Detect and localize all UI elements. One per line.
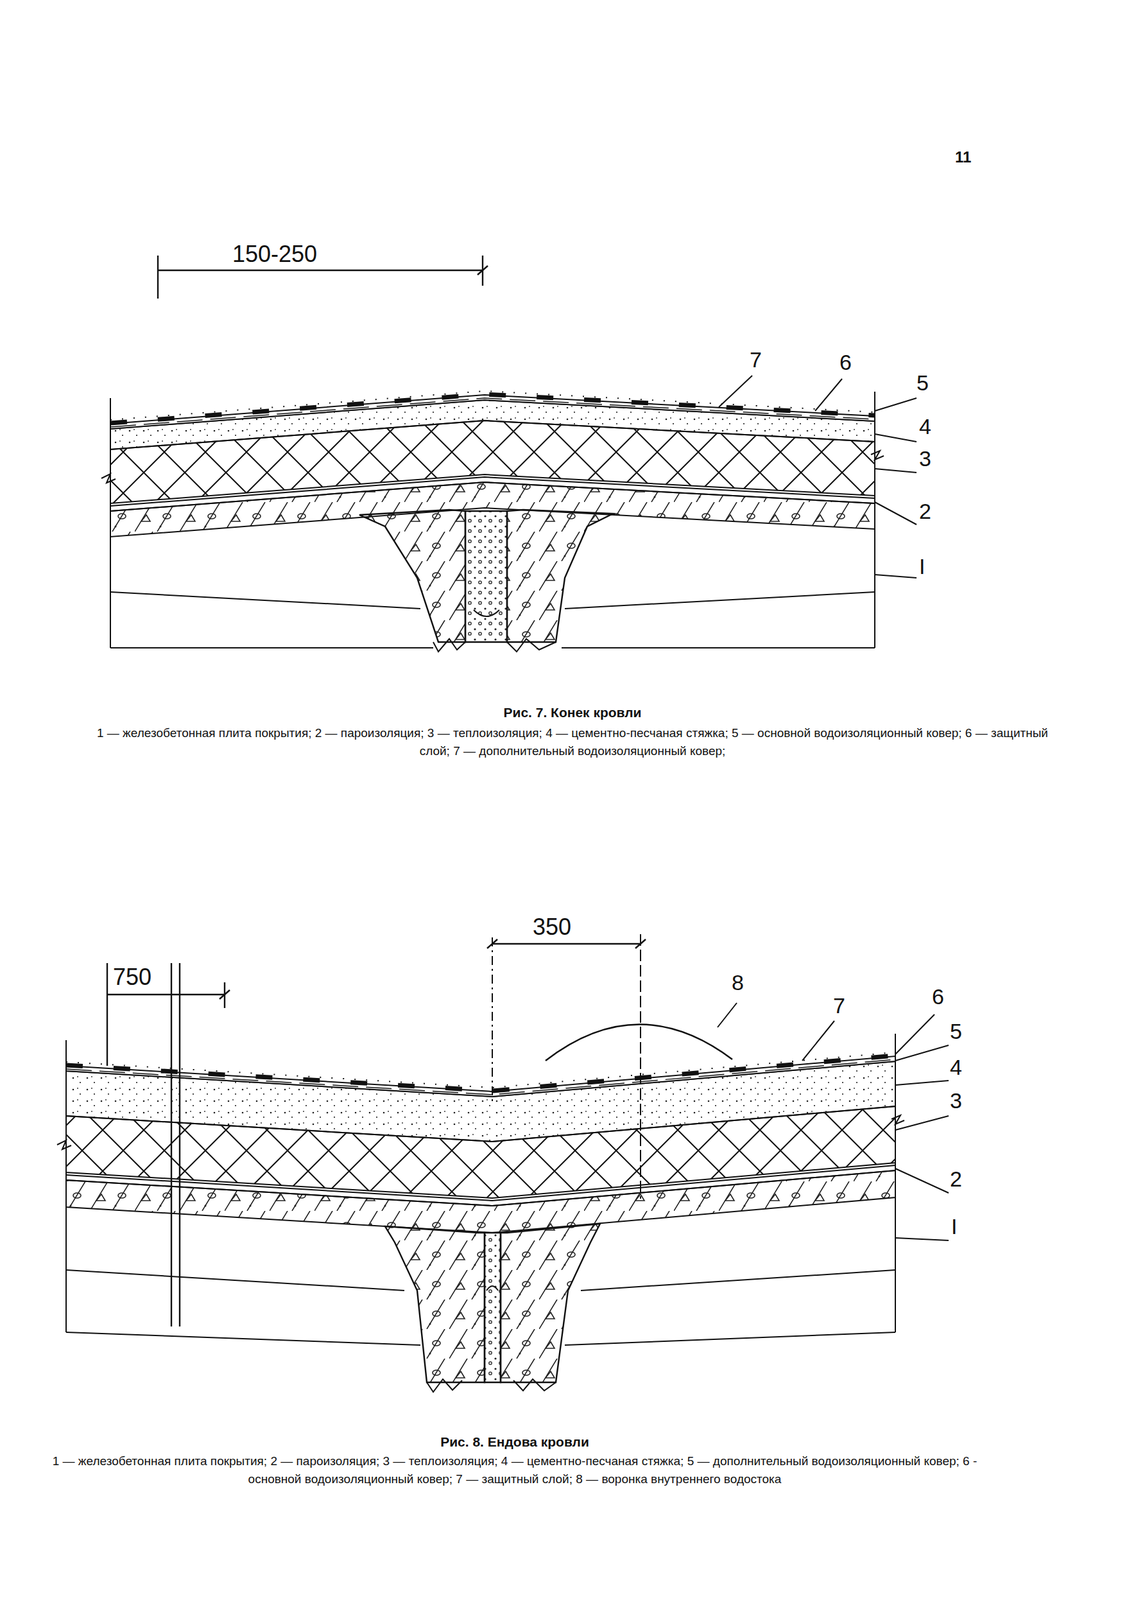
axis-line — [639, 933, 642, 1199]
leader-line — [874, 433, 917, 442]
leader-line — [895, 1044, 949, 1061]
break-mark — [57, 1139, 72, 1149]
leader-line — [895, 1115, 949, 1130]
callout-number: I — [919, 554, 925, 579]
dimension-tick — [106, 962, 108, 1066]
callout-number: 4 — [949, 1055, 963, 1079]
slab-face-line — [110, 591, 421, 609]
leader-line — [874, 468, 917, 473]
dimension-line — [107, 993, 225, 995]
dimension-tick — [219, 989, 230, 999]
slab-rib — [385, 1225, 485, 1382]
callout-number: 5 — [949, 1019, 963, 1043]
edge-line — [894, 1033, 896, 1332]
leader-line — [718, 375, 753, 407]
break-mark — [101, 473, 116, 483]
figure-caption: Рис. 8. Ендова кровли — [46, 1433, 984, 1449]
break-mark — [513, 1378, 556, 1391]
slab-face-line — [580, 1269, 896, 1291]
break-mark — [891, 1114, 905, 1124]
leader-line — [895, 1168, 949, 1193]
callout-number: 4 — [919, 414, 932, 439]
leader-line — [895, 1080, 949, 1085]
vapour-barrier-line — [66, 1164, 896, 1201]
slab-face-line — [66, 1269, 405, 1291]
vapour-barrier-line — [110, 482, 875, 511]
joint-detail — [473, 609, 500, 617]
dimension-text: 150-250 — [232, 241, 318, 267]
leader-line — [874, 574, 917, 578]
callout-number: 6 — [931, 984, 945, 1009]
figure-legend: 1 — железобетонная плита покрытия; 2 — п… — [91, 723, 1054, 760]
vapour-barrier-line — [66, 1170, 896, 1206]
edge-line — [109, 397, 112, 648]
break-mark — [507, 638, 556, 652]
break-mark — [433, 638, 466, 652]
slab-bottom-line — [564, 1331, 896, 1345]
slab-bottom-line — [66, 1331, 421, 1345]
slab-bottom-line — [110, 646, 434, 649]
membrane-layer — [66, 1055, 896, 1097]
callout-number: 2 — [919, 499, 932, 524]
pipe-line — [170, 962, 173, 1326]
dimension-tick — [477, 265, 488, 275]
slab-bottom-line — [561, 646, 875, 649]
break-mark — [426, 1378, 463, 1392]
protective-grit — [110, 390, 875, 420]
leader-line — [717, 1002, 737, 1027]
edge-line — [65, 1039, 67, 1332]
figure-caption: Рис. 7. Конек кровли — [91, 704, 1054, 720]
slab-rib — [500, 1223, 601, 1382]
figure-legend: 1 — железобетонная плита покрытия; 2 — п… — [46, 1451, 984, 1488]
callout-number: 8 — [731, 970, 744, 995]
axis-line — [491, 937, 493, 1104]
funnel-dome — [545, 1023, 733, 1061]
joint-detail — [486, 1285, 499, 1291]
slab-face-line — [564, 591, 875, 609]
callout-number: I — [951, 1214, 957, 1239]
callout-number: 5 — [916, 370, 929, 395]
pipe-line — [179, 962, 181, 1326]
slab-rib — [359, 509, 466, 642]
leader-line — [802, 1020, 835, 1061]
callout-number: 7 — [749, 347, 762, 372]
dimension-tick — [635, 938, 646, 948]
leader-line — [895, 1237, 949, 1240]
bitumen-patches — [66, 1055, 896, 1091]
membrane-layer — [110, 394, 875, 429]
break-mark — [870, 450, 884, 460]
callout-number: 3 — [949, 1088, 963, 1113]
callout-number: 2 — [949, 1166, 963, 1191]
joint-grout — [484, 1232, 501, 1382]
dimension-tick — [487, 938, 498, 948]
leader-line — [874, 501, 917, 525]
page-number: 11 — [955, 148, 972, 166]
callout-number: 3 — [919, 446, 932, 471]
membrane-ply — [66, 1058, 896, 1095]
joint-grout — [465, 510, 508, 642]
slab-rib — [507, 509, 613, 642]
edge-line — [874, 391, 876, 648]
callout-number: 7 — [833, 993, 846, 1018]
screed-layer — [110, 399, 875, 450]
dimension-tick — [157, 255, 159, 299]
dimension-line — [157, 269, 483, 271]
dimension-text: 350 — [532, 913, 572, 940]
membrane-ply — [110, 397, 875, 427]
dimension-text: 750 — [112, 964, 152, 990]
callout-number: 6 — [839, 350, 852, 375]
leader-line — [895, 1014, 935, 1054]
leader-line — [874, 397, 917, 411]
dimension-line — [492, 942, 641, 945]
leader-line — [815, 378, 843, 411]
